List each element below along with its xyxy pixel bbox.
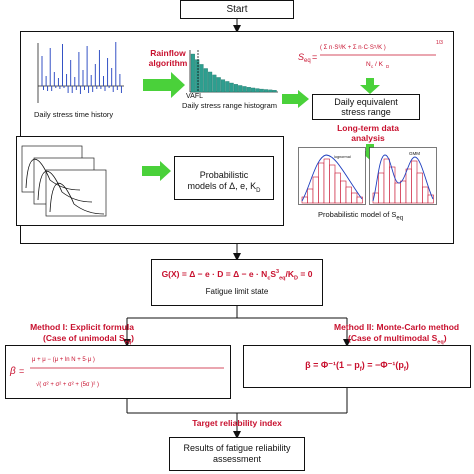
svg-text:1/3: 1/3: [436, 40, 443, 46]
histogram-bar: [255, 88, 260, 93]
histogram-bar: [212, 74, 217, 93]
lognormal-bar: [340, 180, 347, 204]
histogram-bar: [208, 71, 213, 93]
svg-text:μ + μ − (μ + ln N + 5·μ ): μ + μ − (μ + ln N + 5·μ ): [32, 357, 95, 363]
method2-box: β = Φ⁻¹(1 − pf) = −Φ⁻¹(pf): [243, 345, 471, 388]
gmm-bar: [422, 186, 429, 204]
method1-formula: β = μ + μ − (μ + ln N + 5·μ ) √( σ² + σ²…: [9, 357, 224, 388]
results-label: Results of fatigue reliability assessmen…: [183, 443, 291, 464]
lognormal-bar: [351, 192, 358, 204]
lognormal-bar: [345, 186, 352, 204]
limit-state-equation: G(X) = Δ − e · D = Δ − e · NcS3eq/KD = 0: [161, 268, 313, 282]
histogram-bar: [195, 59, 200, 93]
results-box: Results of fatigue reliability assessmen…: [169, 437, 305, 471]
gmm-bar: [427, 194, 434, 204]
vafl-label: VAFL: [186, 93, 203, 100]
histogram-bar: [272, 90, 277, 93]
svg-text:√( σ² + σ² + σ² + (5σ )² ): √( σ² + σ² + σ² + (5σ )² ): [36, 381, 99, 388]
histogram-bar: [263, 89, 269, 93]
limit-state-box: G(X) = Δ − e · D = Δ − e · NcS3eq/KD = 0…: [151, 259, 323, 306]
gmm-bar: [405, 168, 412, 204]
stress-spikes: [41, 42, 122, 94]
stress-time-history-plot: [37, 42, 124, 103]
green-arrow-5: [142, 161, 171, 181]
svg-text:c: c: [371, 64, 374, 69]
svg-text:S: S: [298, 52, 304, 62]
lognormal-histogram-bars: [301, 158, 363, 204]
daily-equiv-label: Daily equivalent stress range: [334, 97, 398, 117]
probabilistic-models-box: Probabilistic models of Δ, e, KD: [174, 156, 274, 200]
lognormal-fit-plot: lognormal: [298, 147, 366, 205]
seq-model-caption-text: Probabilistic model of S: [318, 210, 397, 219]
gmm-bar: [400, 180, 407, 204]
gmm-bar: [411, 160, 418, 204]
svg-text:( Σ n·S³/K + Σ n·C·S⁵/K ): ( Σ n·S³/K + Σ n·C·S⁵/K ): [320, 44, 386, 51]
gmm-label: GMM: [409, 151, 420, 156]
gmm-bar: [416, 172, 423, 204]
lognormal-bar: [312, 176, 319, 204]
stress-time-history-caption: Daily stress time history: [34, 110, 114, 119]
histogram-bars: [190, 53, 277, 93]
lognormal-bar: [307, 188, 314, 204]
histogram-bar: [233, 84, 238, 93]
histogram-bar: [238, 85, 243, 93]
histogram-bar: [259, 88, 264, 93]
histogram-bar: [251, 87, 256, 93]
gmm-bar: [394, 182, 401, 204]
green-arrow-2: [360, 78, 380, 94]
svg-text:eq: eq: [304, 58, 311, 64]
lognormal-bar: [329, 164, 336, 204]
gmm-histogram-bars: [372, 158, 434, 204]
histogram-bar: [225, 81, 230, 93]
method2-title: Method II: Monte-Carlo method: [334, 322, 460, 332]
green-arrow-1: [143, 72, 185, 98]
lognormal-bar: [356, 196, 363, 204]
svg-text:N: N: [366, 61, 371, 68]
svg-text:=: =: [19, 366, 24, 376]
gmm-bar: [389, 166, 396, 204]
rainflow-label: Rainflow algorithm: [148, 48, 188, 68]
stacked-pdf-plots: [21, 145, 107, 217]
gmm-bar: [378, 172, 385, 204]
start-box: Start: [180, 0, 294, 19]
seq-formula-svg: S eq = ( Σ n·S³/K + Σ n·C·S⁵/K ) N c / K…: [298, 40, 443, 69]
method2-subtitle: (Case of multimodal Seq): [348, 333, 447, 346]
histogram-caption: Daily stress range histogram: [182, 101, 278, 110]
lognormal-label: lognormal: [334, 155, 351, 159]
start-label: Start: [226, 4, 248, 15]
method1-box: β = μ + μ − (μ + ln N + 5·μ ) √( σ² + σ²…: [5, 345, 231, 399]
svg-text:β: β: [9, 366, 16, 377]
histogram-bar: [203, 68, 208, 93]
gmm-fit-plot: GMM: [369, 147, 437, 205]
method1-subtitle: (Case of unimodal Seq): [43, 333, 134, 346]
lognormal-bar: [334, 172, 341, 204]
histogram-bar: [216, 77, 221, 93]
seq-formula: S eq = ( Σ n·S³/K + Σ n·C·S⁵/K ) N c / K…: [296, 36, 446, 80]
histogram-bar: [229, 82, 234, 93]
lognormal-bar: [318, 162, 325, 204]
histogram-bar: [190, 53, 195, 93]
target-index-label: Target reliability index: [192, 418, 282, 428]
method1-title: Method I: Explicit formula: [30, 322, 134, 332]
limit-state-caption: Fatigue limit state: [205, 287, 269, 297]
method2-equation: β = Φ⁻¹(1 − pf) = −Φ⁻¹(pf): [305, 360, 409, 373]
stress-range-histogram: [189, 50, 278, 93]
daily-equiv-box: Daily equivalent stress range: [312, 94, 420, 120]
probabilistic-models-label: Probabilistic models of Δ, e, KD: [187, 170, 261, 194]
green-arrow-3: [282, 90, 309, 108]
gmm-bar: [383, 158, 390, 204]
lognormal-bar: [323, 158, 330, 204]
histogram-bar: [246, 87, 251, 93]
histogram-bar: [242, 86, 247, 93]
seq-model-caption: Probabilistic model of Seq: [318, 210, 404, 222]
svg-text:D: D: [386, 64, 390, 69]
histogram-bar: [220, 79, 226, 93]
histogram-bar: [268, 89, 273, 93]
histogram-bar: [199, 64, 204, 93]
long-term-label: Long-term data analysis: [337, 123, 399, 143]
svg-text:/ K: / K: [375, 61, 384, 68]
svg-text:=: =: [312, 52, 317, 62]
